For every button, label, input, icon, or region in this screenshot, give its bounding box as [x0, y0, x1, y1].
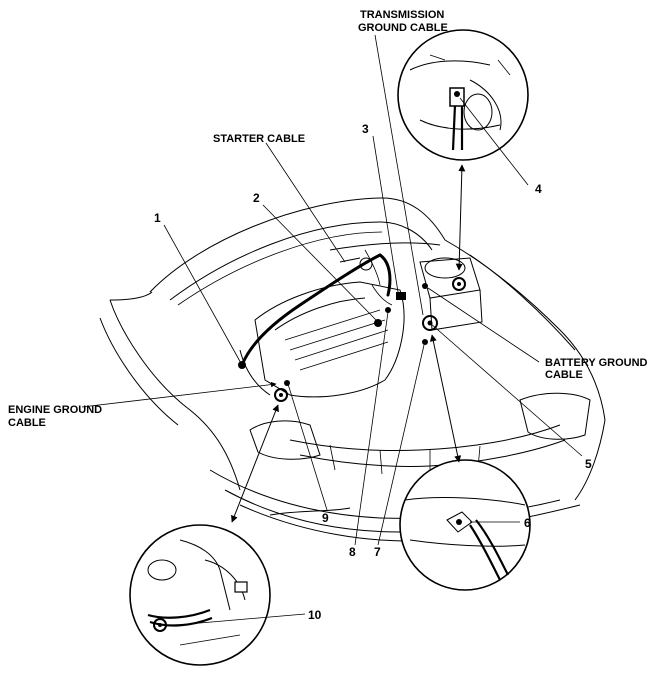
car-body — [99, 197, 606, 542]
callout-6: 6 — [524, 516, 531, 530]
callout-4: 4 — [535, 182, 542, 196]
battery-ground-label-line2: CABLE — [545, 369, 583, 381]
detail-battery-terminal — [397, 29, 529, 161]
callout-8: 8 — [349, 545, 356, 559]
detail-arrows — [231, 164, 466, 523]
engine-ground-label-line1: ENGINE GROUND — [8, 404, 102, 416]
detail-engine-ground — [129, 524, 271, 666]
callout-10: 10 — [308, 608, 322, 622]
transmission-label-line2: GROUND CABLE — [358, 22, 448, 34]
engine-ground-label-line2: CABLE — [8, 417, 46, 429]
transmission-label-line1: TRANSMISSION — [360, 9, 444, 21]
callout-7: 7 — [374, 545, 381, 559]
starter-cable-label: STARTER CABLE — [213, 133, 305, 145]
callout-9: 9 — [322, 511, 329, 525]
detail-ground-terminal — [399, 459, 531, 591]
battery-ground-label-line1: BATTERY GROUND — [545, 357, 648, 369]
callout-5: 5 — [585, 457, 592, 471]
leader-lines — [81, 34, 583, 627]
callout-1: 1 — [154, 211, 161, 225]
engine — [238, 249, 483, 402]
callout-2: 2 — [253, 191, 260, 205]
callout-3: 3 — [362, 122, 369, 136]
